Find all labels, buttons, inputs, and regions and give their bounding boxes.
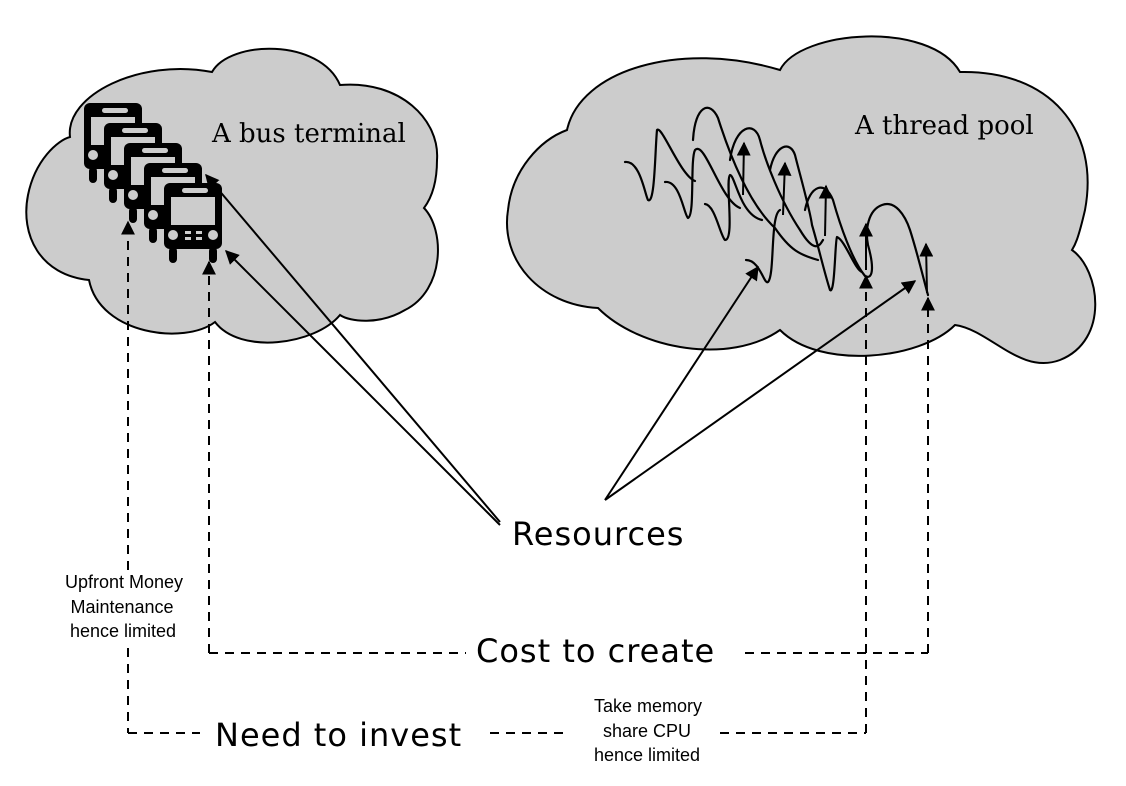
thread-note-line: hence limited [594, 745, 700, 765]
thread-note-line: share CPU [603, 721, 691, 741]
arrow-to-bus-bottom [225, 250, 501, 526]
thread-icon [728, 127, 825, 248]
thread-note-line: Take memory [594, 696, 702, 716]
thread-pool-title: A thread pool [854, 111, 1034, 141]
bus-note-line: Upfront Money [65, 572, 183, 592]
arrow-up-icon [818, 184, 833, 237]
need-to-invest-connector [121, 220, 873, 734]
resources-arrows [205, 173, 917, 526]
resources-label: Resources [512, 515, 684, 553]
thread-icon [663, 147, 742, 220]
cost-to-create-label: Cost to create [476, 632, 715, 670]
thread-icon [803, 186, 930, 297]
arrow-up-icon [777, 161, 792, 216]
bus-note-line: hence limited [70, 621, 176, 641]
arrow-up-icon [919, 242, 934, 294]
cost-to-create-connector [202, 260, 935, 654]
arrow-to-thread-left [604, 265, 759, 501]
bus-terminal-title: A bus terminal [211, 119, 406, 149]
thread-icon [623, 128, 697, 202]
bus-note-line: Maintenance [70, 597, 173, 617]
thread-icon [768, 145, 864, 292]
arrow-to-bus-top [205, 173, 501, 523]
bus-terminal-cloud: A bus terminal [25, 47, 439, 344]
need-to-invest-label: Need to invest [215, 716, 462, 754]
thread-icon [691, 106, 820, 262]
thread-cost-note: Take memory share CPU hence limited [594, 696, 702, 765]
right-cloud-shape [505, 35, 1097, 364]
thread-up-arrows [736, 141, 934, 294]
arrow-to-thread-right [604, 280, 917, 501]
bus-cost-note: Upfront Money Maintenance hence limited [65, 572, 183, 641]
thread-icon [703, 173, 764, 242]
arrow-up-icon [736, 141, 751, 196]
left-cloud-shape [25, 47, 439, 344]
thread-pool-cloud: A thread pool [505, 35, 1097, 364]
